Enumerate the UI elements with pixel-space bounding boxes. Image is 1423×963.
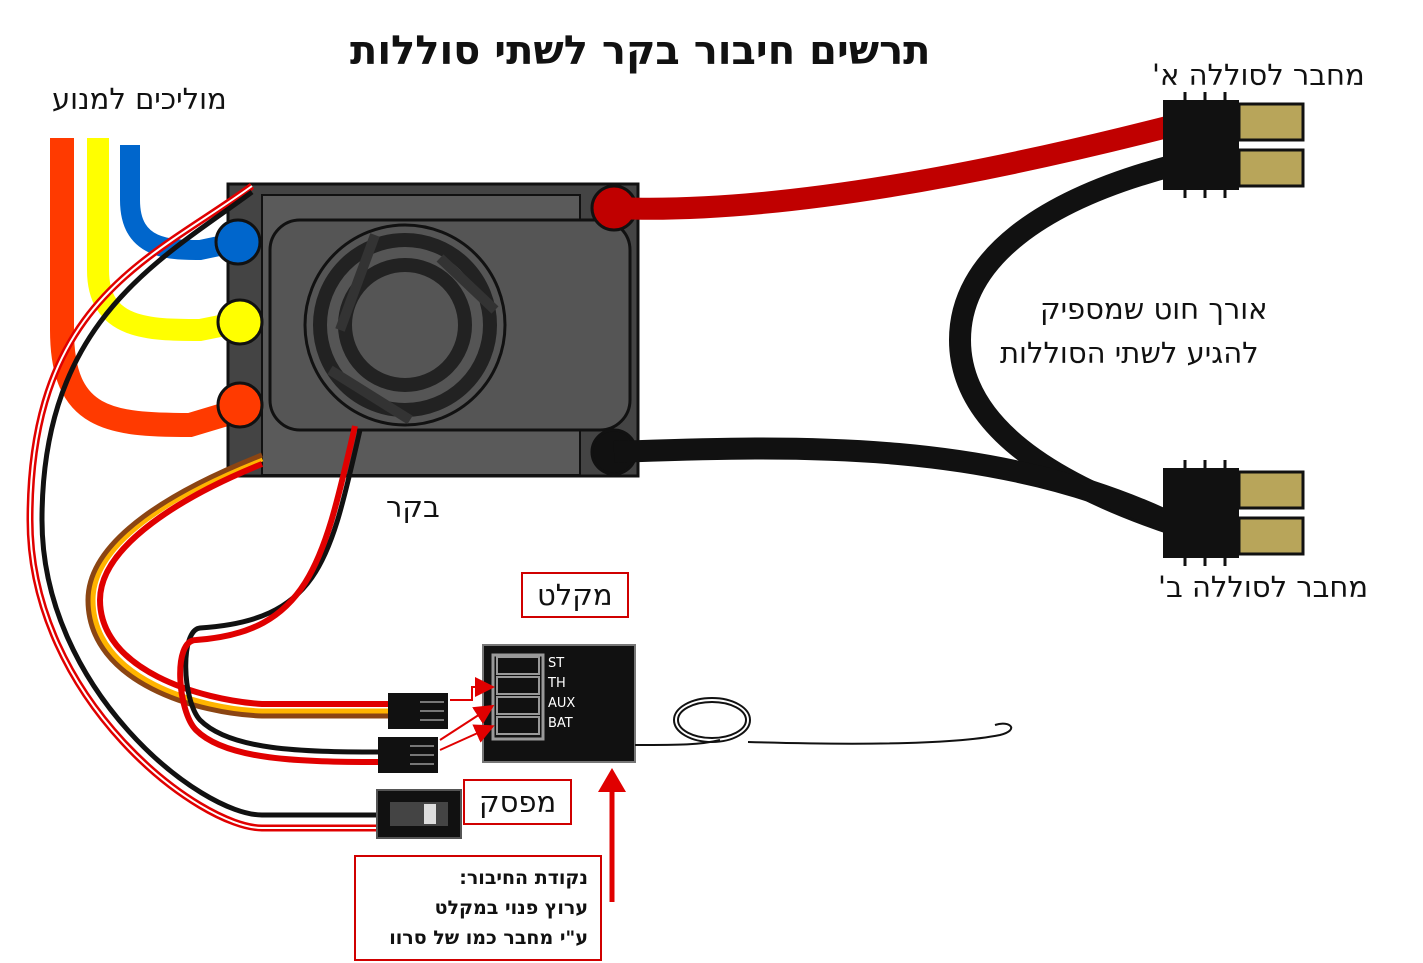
connector-a-label: מחבר לסוללה א' — [1152, 58, 1365, 92]
power-lead — [177, 425, 381, 765]
red-battery-wire — [613, 114, 1178, 220]
black-battery-wire — [613, 437, 1180, 535]
plug-arrows — [439, 677, 495, 751]
receiver-antenna — [634, 697, 1013, 746]
channel-th-label: TH — [548, 676, 566, 691]
channel-aux-label: AUX — [548, 696, 576, 711]
wire-length-label-line1: אורך חוט שמספיק — [1040, 292, 1268, 326]
wire-length-label-line2: להגיע לשתי הסוללות — [1000, 336, 1259, 370]
receiver-box — [482, 644, 636, 763]
motor-leads — [50, 138, 244, 438]
switch-harness — [26, 183, 380, 832]
orange-terminal — [216, 381, 264, 429]
note-line-1: נקודת החיבור: — [459, 867, 588, 889]
receiver-label: מקלט — [521, 572, 629, 618]
power-switch[interactable] — [376, 789, 462, 839]
fan-outer — [303, 223, 507, 427]
yellow-terminal — [216, 298, 264, 346]
connector-b-label: מחבר לסוללה ב' — [1158, 570, 1369, 604]
throttle-lead — [85, 452, 388, 719]
connection-point-arrow — [598, 768, 626, 902]
battery-wires — [613, 114, 1180, 536]
esc-body — [226, 182, 640, 478]
channel-st-label: ST — [548, 656, 565, 671]
note-line-3: ע"י מחבר כמו של סרוו — [389, 927, 588, 949]
connection-note: נקודת החיבור: ערוץ פנוי במקלט ע"י מחבר כ… — [354, 855, 602, 961]
motor-leads-label: מוליכים למנוע — [52, 82, 227, 116]
battery-connector-a — [1163, 92, 1305, 198]
diagram-title: תרשים חיבור בקר לשתי סוללות — [350, 28, 931, 74]
servo-plugs — [378, 693, 448, 773]
yellow-motor-wire — [87, 138, 243, 342]
blue-terminal — [214, 218, 262, 266]
fan-ring — [313, 233, 497, 417]
blue-motor-wire — [120, 145, 241, 261]
battery-connector-b — [1163, 460, 1305, 566]
channel-bat-label: BAT — [548, 716, 573, 731]
note-line-2: ערוץ פנוי במקלט — [434, 897, 588, 919]
esc-label: בקר — [386, 490, 440, 524]
switch-label: מפסק — [463, 779, 573, 825]
